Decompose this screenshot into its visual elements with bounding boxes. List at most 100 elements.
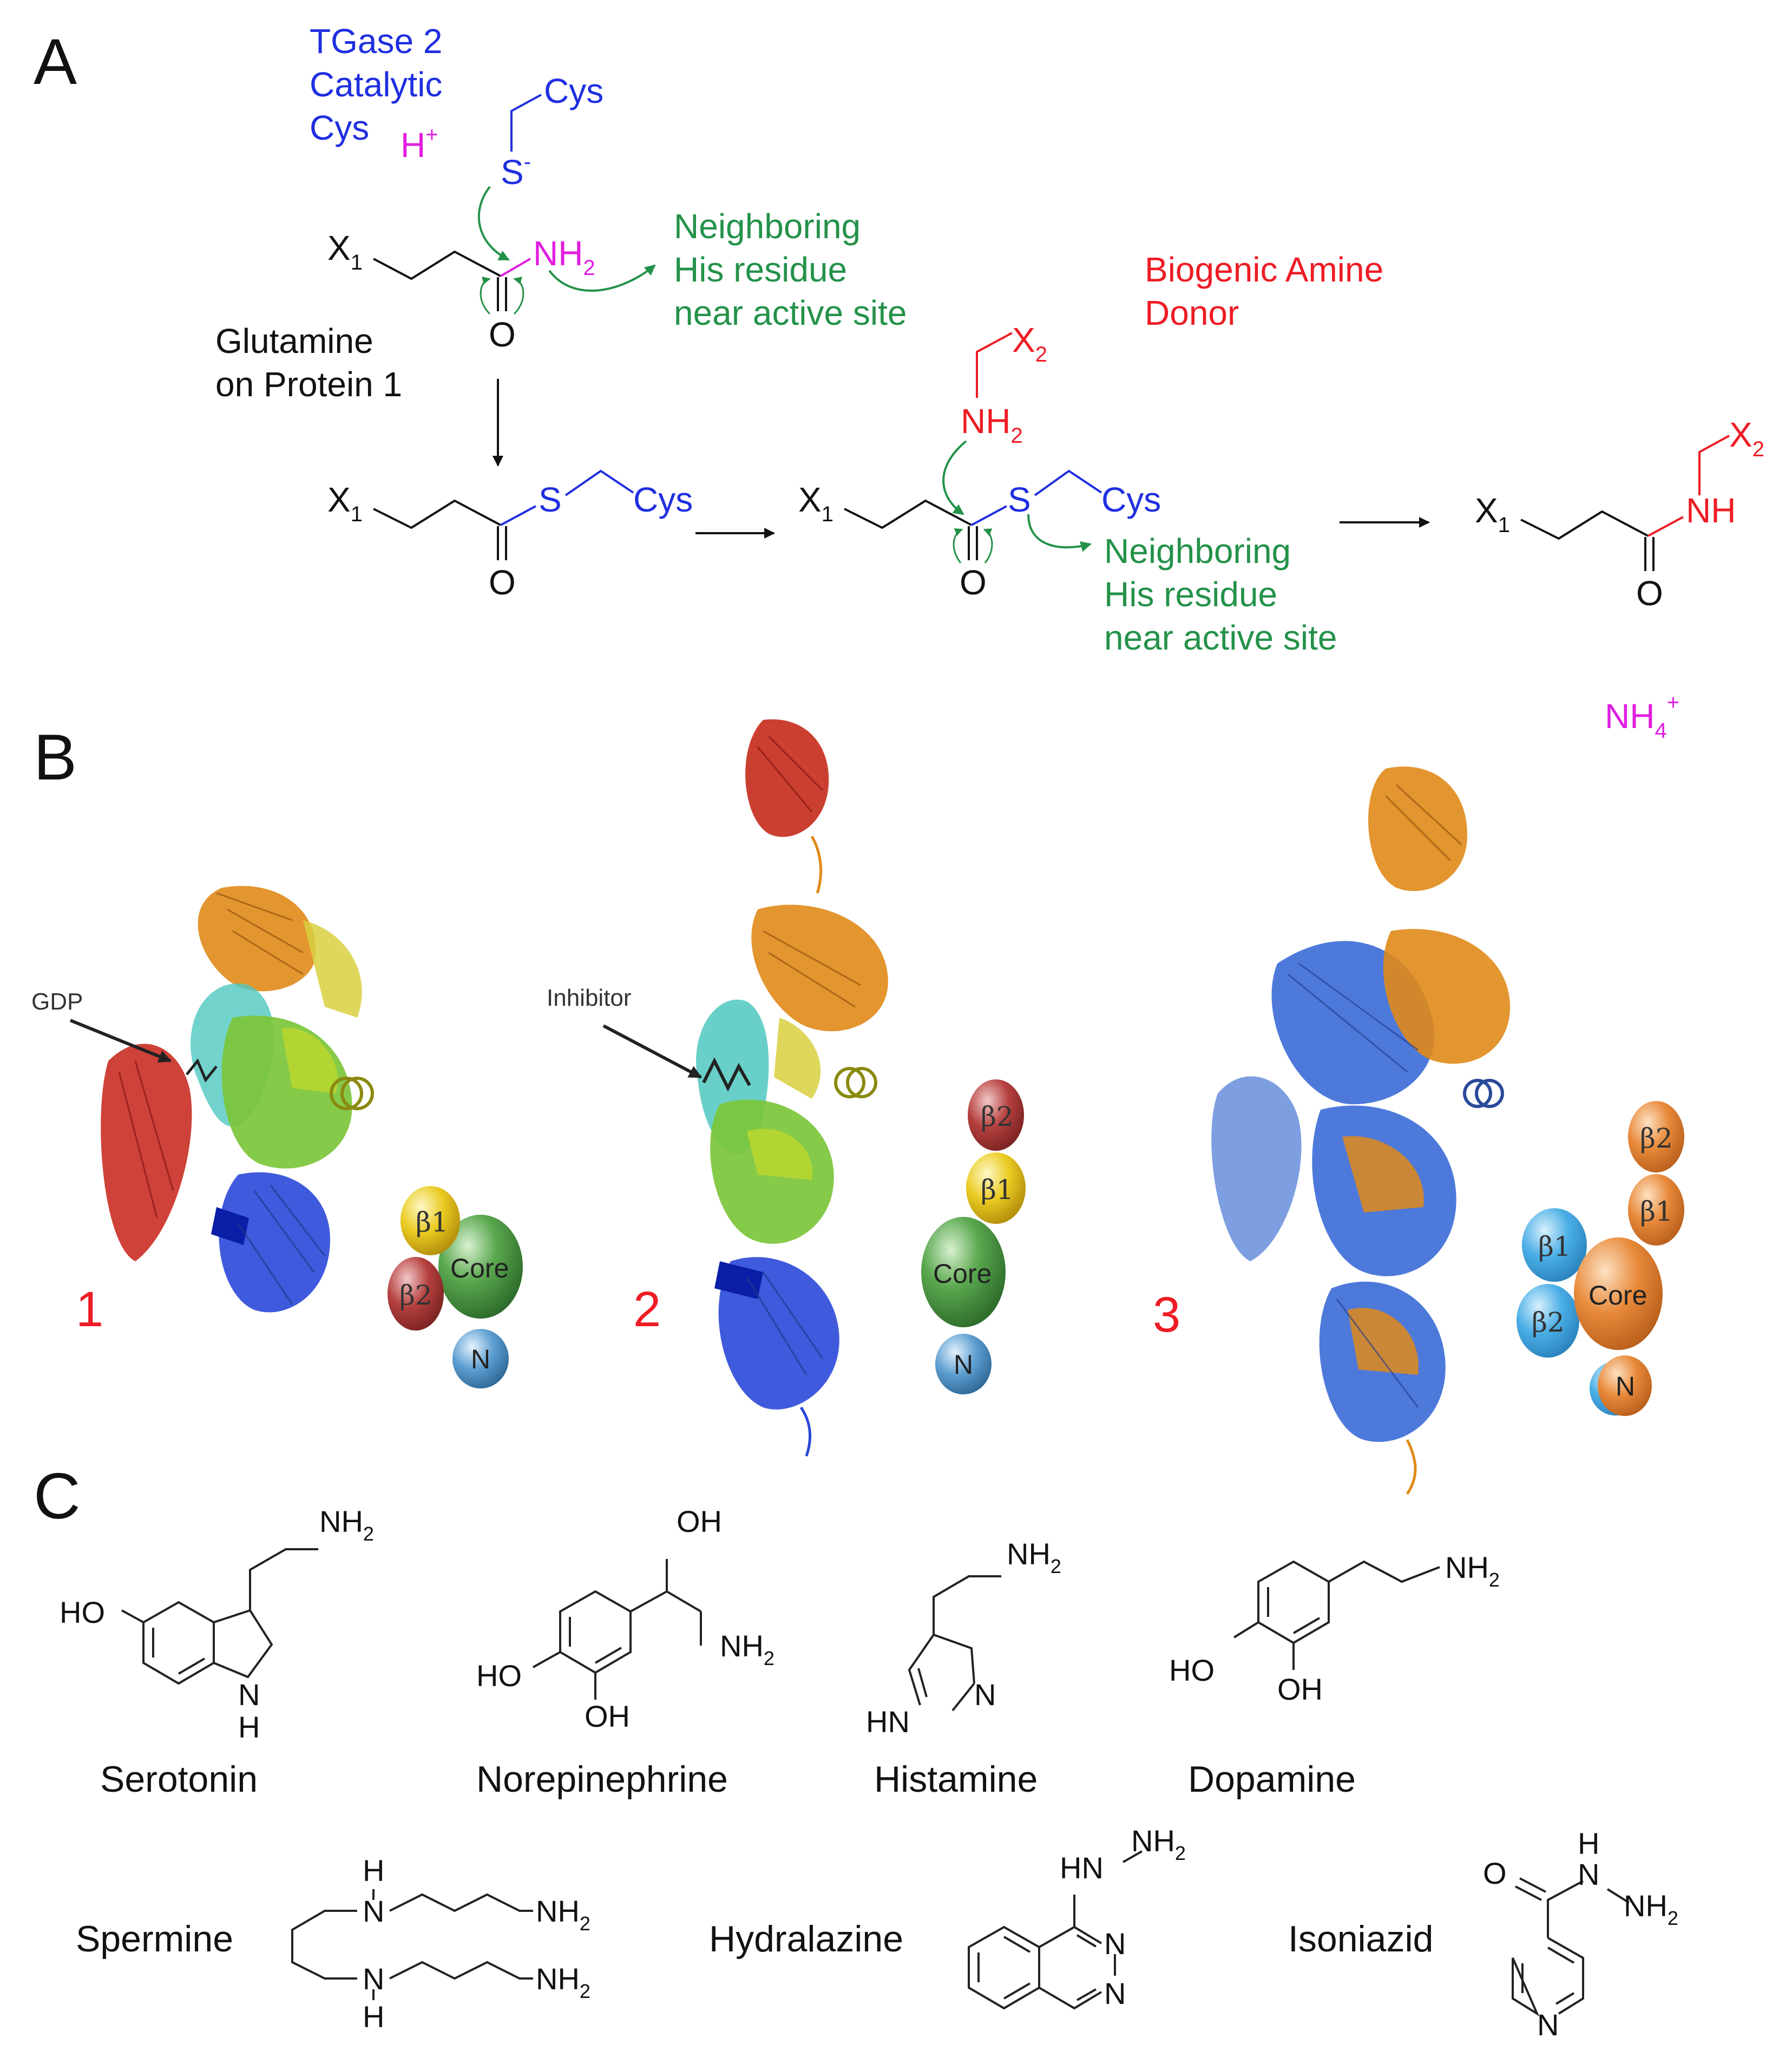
svg-text:β1: β1 [1640, 1196, 1673, 1227]
svg-text:OH: OH [585, 1699, 630, 1733]
svg-text:near active site: near active site [1104, 618, 1337, 657]
svg-text:X1: X1 [798, 480, 833, 526]
svg-text:His residue: His residue [674, 250, 847, 289]
svg-text:NH2: NH2 [1007, 1537, 1061, 1577]
structure-2-ribbon [696, 719, 888, 1457]
compound-label-histamine: Histamine [874, 1759, 1038, 1800]
svg-text:O: O [1636, 574, 1663, 613]
compound-label-dopamine: Dopamine [1188, 1759, 1356, 1800]
svg-text:Core: Core [450, 1253, 509, 1283]
s2-core-domain [921, 1217, 1006, 1327]
structure-3-domain-cartoon: β2 β1 β1 β2 Core N [1517, 1101, 1684, 1416]
svg-text:H: H [238, 1710, 260, 1744]
svg-text:X1: X1 [327, 480, 363, 526]
enzyme-label-line-2: Catalytic [310, 65, 442, 104]
structure-2-number: 2 [633, 1282, 661, 1337]
svg-text:N: N [363, 1962, 384, 1996]
spermine-structure: H N N H NH2 NH2 [291, 1853, 590, 2034]
svg-text:X1: X1 [1475, 491, 1510, 537]
proton-label: H+ [401, 123, 438, 165]
cys-label: Cys [544, 71, 603, 110]
svg-text:β2: β2 [981, 1101, 1014, 1132]
s2-b2-domain [968, 1079, 1024, 1151]
svg-text:X2: X2 [1012, 320, 1047, 366]
inhibitor-label: Inhibitor [547, 985, 632, 1011]
svg-text:NH2: NH2 [1624, 1889, 1678, 1929]
enzyme-label: TGase 2 Catalytic Cys [310, 22, 442, 147]
svg-text:H: H [363, 2000, 384, 2034]
svg-text:HN: HN [866, 1705, 910, 1739]
svg-text:OH: OH [677, 1504, 722, 1538]
svg-text:S: S [1008, 480, 1031, 519]
structure-1-number: 1 [76, 1282, 103, 1337]
svg-text:N: N [1104, 1976, 1126, 2010]
svg-text:NH: NH [1686, 491, 1736, 530]
svg-text:N: N [1578, 1857, 1599, 1891]
enzyme-label-line-1: TGase 2 [310, 22, 442, 61]
svg-text:NH2: NH2 [319, 1504, 374, 1545]
s3-orange-b1-domain [1628, 1174, 1684, 1246]
structure-1-domain-cartoon: β1 β2 Core N [388, 1186, 523, 1388]
panel-a: A TGase 2 Catalytic Cys H+ Cys S- X1 O N… [34, 22, 1764, 743]
svg-text:His residue: His residue [1104, 575, 1277, 614]
compound-label-norepinephrine: Norepinephrine [476, 1759, 728, 1800]
gdp-pointer-arrow [69, 1019, 172, 1063]
gdp-label: GDP [31, 988, 83, 1015]
amine-attack-structure: X1 O S Cys X2 NH2 [798, 320, 1161, 602]
svg-text:β2: β2 [1532, 1307, 1565, 1338]
structure-3-ribbon [1211, 766, 1510, 1495]
enzyme-label-line-3: Cys [310, 108, 369, 147]
compound-label-isoniazid: Isoniazid [1288, 1918, 1433, 1960]
svg-text:O: O [960, 563, 987, 602]
inhibitor-pointer-arrow [602, 1024, 703, 1079]
s3-cyan-b2-domain [1517, 1284, 1579, 1358]
his-label-2: Neighboring His residue near active site [1104, 532, 1337, 657]
panel-b-label: B [34, 721, 77, 794]
svg-text:Neighboring: Neighboring [1104, 532, 1291, 571]
svg-text:Donor: Donor [1145, 293, 1239, 332]
svg-text:X2: X2 [1729, 415, 1764, 461]
svg-text:NH2: NH2 [533, 234, 595, 280]
svg-text:S: S [539, 480, 562, 519]
svg-text:OH: OH [1277, 1672, 1323, 1706]
svg-text:NH2: NH2 [961, 402, 1023, 448]
svg-text:NH2: NH2 [720, 1629, 774, 1669]
svg-text:HO: HO [60, 1595, 105, 1629]
svg-text:HO: HO [1169, 1653, 1215, 1687]
s1-b1-domain [401, 1186, 460, 1255]
svg-text:O: O [1483, 1856, 1507, 1890]
cys-thiolate: Cys S- [501, 71, 603, 192]
s2-b1-domain [966, 1152, 1026, 1224]
svg-text:X1: X1 [327, 228, 363, 274]
svg-text:HO: HO [476, 1659, 522, 1693]
thioester-intermediate: X1 O S Cys [327, 469, 693, 602]
hydralazine-structure: HN NH2 N N [968, 1824, 1186, 2010]
svg-text:Neighboring: Neighboring [674, 207, 861, 246]
svg-text:H: H [1578, 1826, 1599, 1860]
compound-label-hydralazine: Hydralazine [709, 1918, 903, 1960]
compound-label-serotonin: Serotonin [100, 1759, 258, 1800]
svg-text:N: N [238, 1678, 260, 1712]
s3-orange-b2-domain [1628, 1101, 1684, 1172]
panel-c-label: C [34, 1460, 81, 1532]
svg-text:β1: β1 [1538, 1231, 1571, 1262]
proton-transfer-arrow-1 [548, 264, 656, 292]
svg-text:NH2: NH2 [1131, 1824, 1186, 1864]
svg-text:NH2: NH2 [536, 1962, 590, 2002]
structure-1-ribbon [101, 886, 374, 1313]
svg-text:N: N [954, 1349, 973, 1380]
norepinephrine-structure: OH NH2 HO OH [476, 1504, 774, 1733]
s1-b2-domain [388, 1257, 444, 1331]
s1-n-domain [452, 1329, 509, 1388]
svg-text:near active site: near active site [674, 293, 907, 332]
glutamine-label: Glutamine on Protein 1 [215, 322, 402, 404]
svg-text:β2: β2 [1640, 1123, 1673, 1154]
amine-donor-label: Biogenic Amine Donor [1145, 250, 1383, 332]
svg-text:Biogenic Amine: Biogenic Amine [1145, 250, 1383, 289]
svg-text:Glutamine: Glutamine [215, 322, 373, 361]
svg-text:N: N [471, 1344, 490, 1374]
svg-text:Cys: Cys [1101, 480, 1161, 519]
nucleophilic-attack-arrow [477, 186, 510, 261]
s3-cyan-b1-domain [1522, 1208, 1587, 1282]
svg-text:Cys: Cys [633, 480, 693, 519]
